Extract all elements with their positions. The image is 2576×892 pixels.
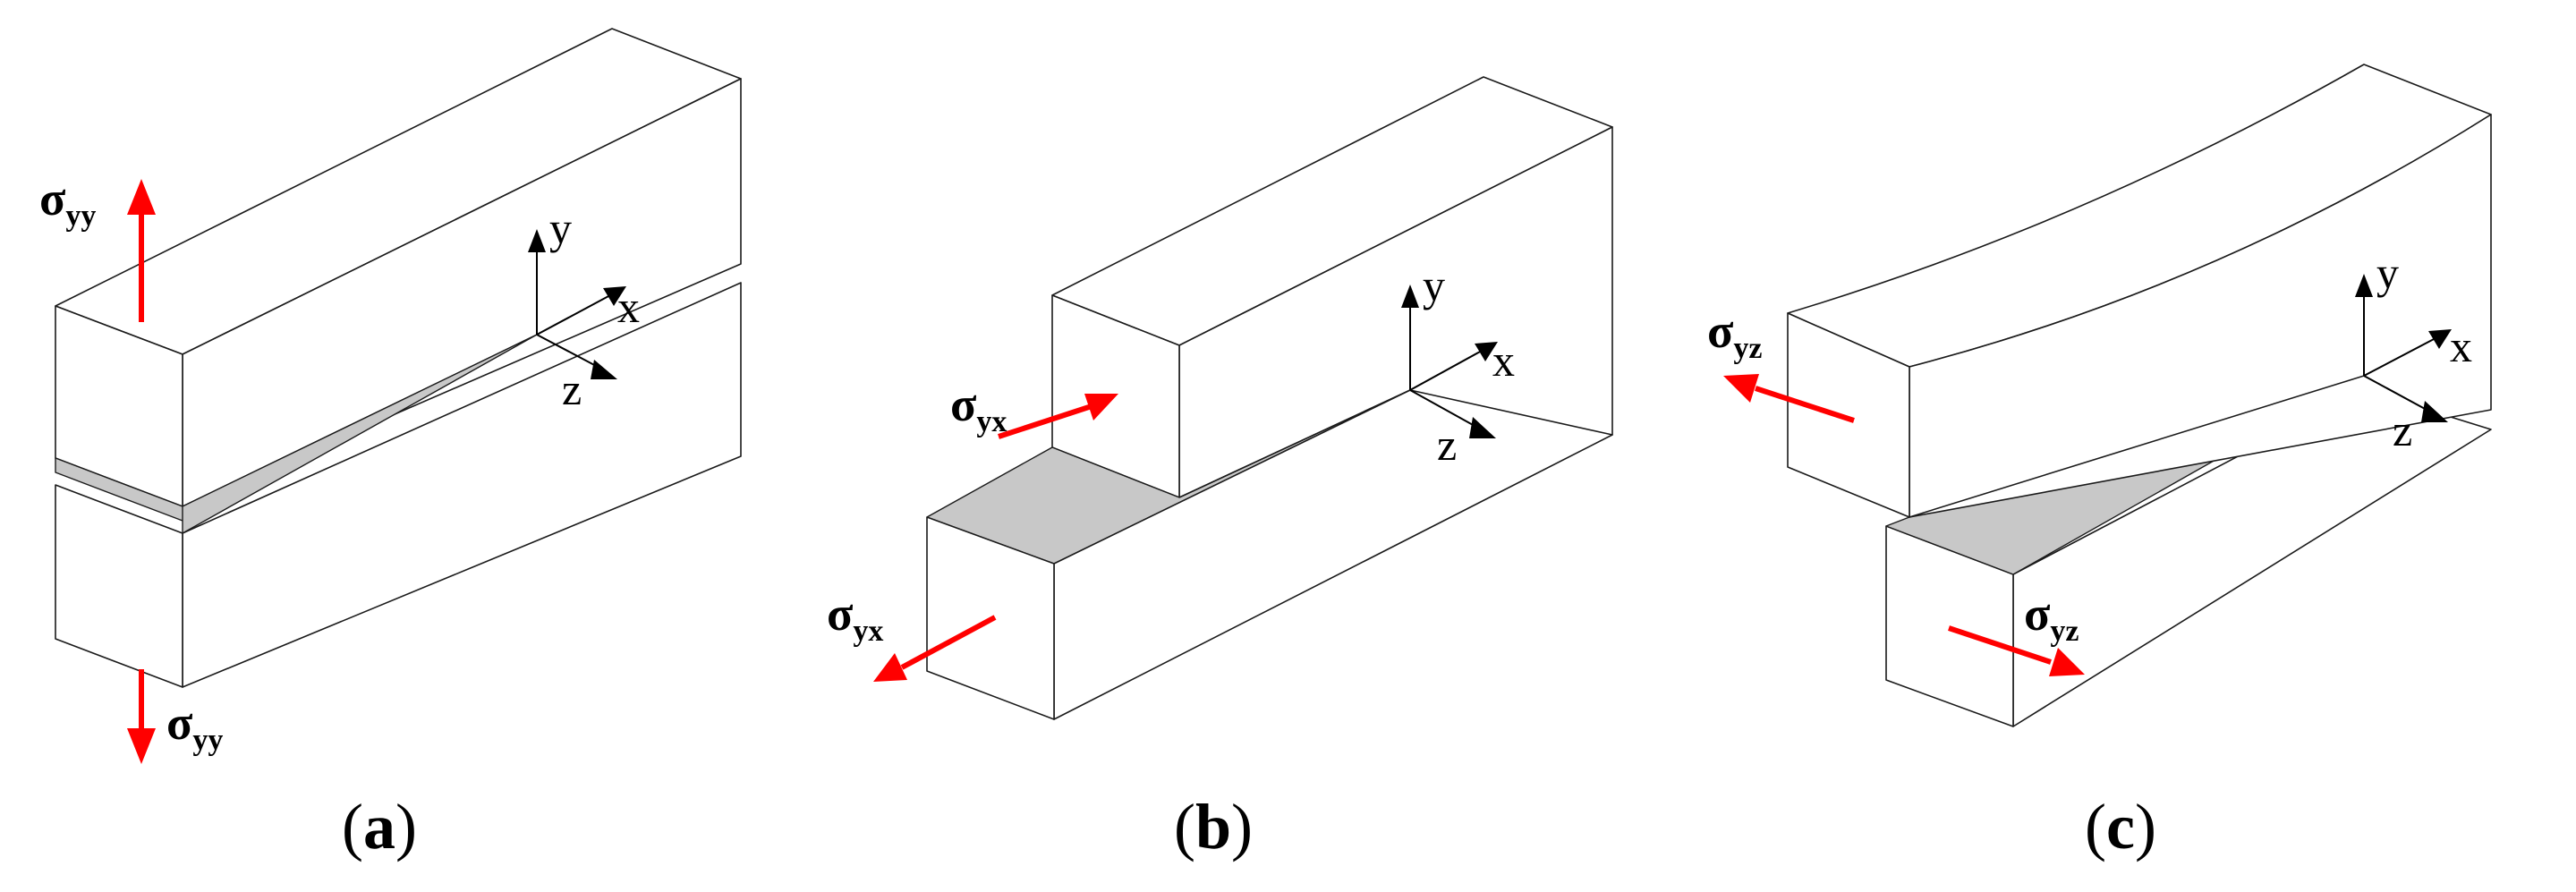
panel-b-stress-label-bottom: σyx: [827, 587, 883, 648]
panel-a-axis-z-label: z: [562, 364, 582, 414]
panel-a-axis-x-label: x: [617, 282, 640, 332]
panel-b-axis-x-label: x: [1492, 336, 1515, 386]
panel-b-stress-label-top: σyx: [950, 378, 1007, 438]
panel-a-stress-label-bottom: σyy: [166, 696, 223, 757]
panel-b-stress-arrow-bottom: [873, 615, 997, 682]
panel-c-stress-label-bottom: σyz: [2024, 587, 2079, 648]
panel-a-stress-arrow-up: [127, 179, 156, 322]
panel-a: y x z σyy σyy (a): [39, 28, 742, 862]
panel-c: y x z σyz σyz (c): [1707, 64, 2492, 862]
panel-a-lower-block: [55, 282, 742, 688]
panel-a-stress-label-top: σyy: [39, 172, 96, 233]
panel-a-stress-arrow-down: [127, 669, 156, 764]
panel-c-stress-arrow-top: [1723, 374, 1855, 423]
panel-a-axis-y-label: y: [549, 203, 572, 253]
panel-c-caption: (c): [2085, 791, 2156, 862]
panel-a-caption: (a): [342, 791, 417, 862]
panel-c-stress-label-top: σyz: [1707, 304, 1762, 365]
panel-b-axis-z-label: z: [1437, 420, 1457, 470]
panel-c-axis-y-label: y: [2376, 248, 2399, 298]
panel-b-stress-arrow-top: [998, 394, 1118, 439]
panel-c-upper-block: [1787, 64, 2492, 518]
panel-b-axis-y-label: y: [1423, 260, 1445, 310]
panel-c-stress-arrow-bottom: [1948, 625, 2085, 676]
panel-b-axes: y x z: [1401, 260, 1515, 470]
panel-c-axes: y x z: [2355, 248, 2472, 455]
panel-c-axis-x-label: x: [2450, 321, 2472, 371]
panel-b: y x z σyx σyx (b): [827, 76, 1613, 862]
panel-c-axis-z-label: z: [2393, 405, 2412, 455]
panel-a-axes: y x z: [528, 203, 640, 414]
panel-a-upper-block: [55, 28, 742, 507]
panel-a-crack-opening: [182, 334, 538, 534]
panel-b-caption: (b): [1174, 791, 1253, 862]
